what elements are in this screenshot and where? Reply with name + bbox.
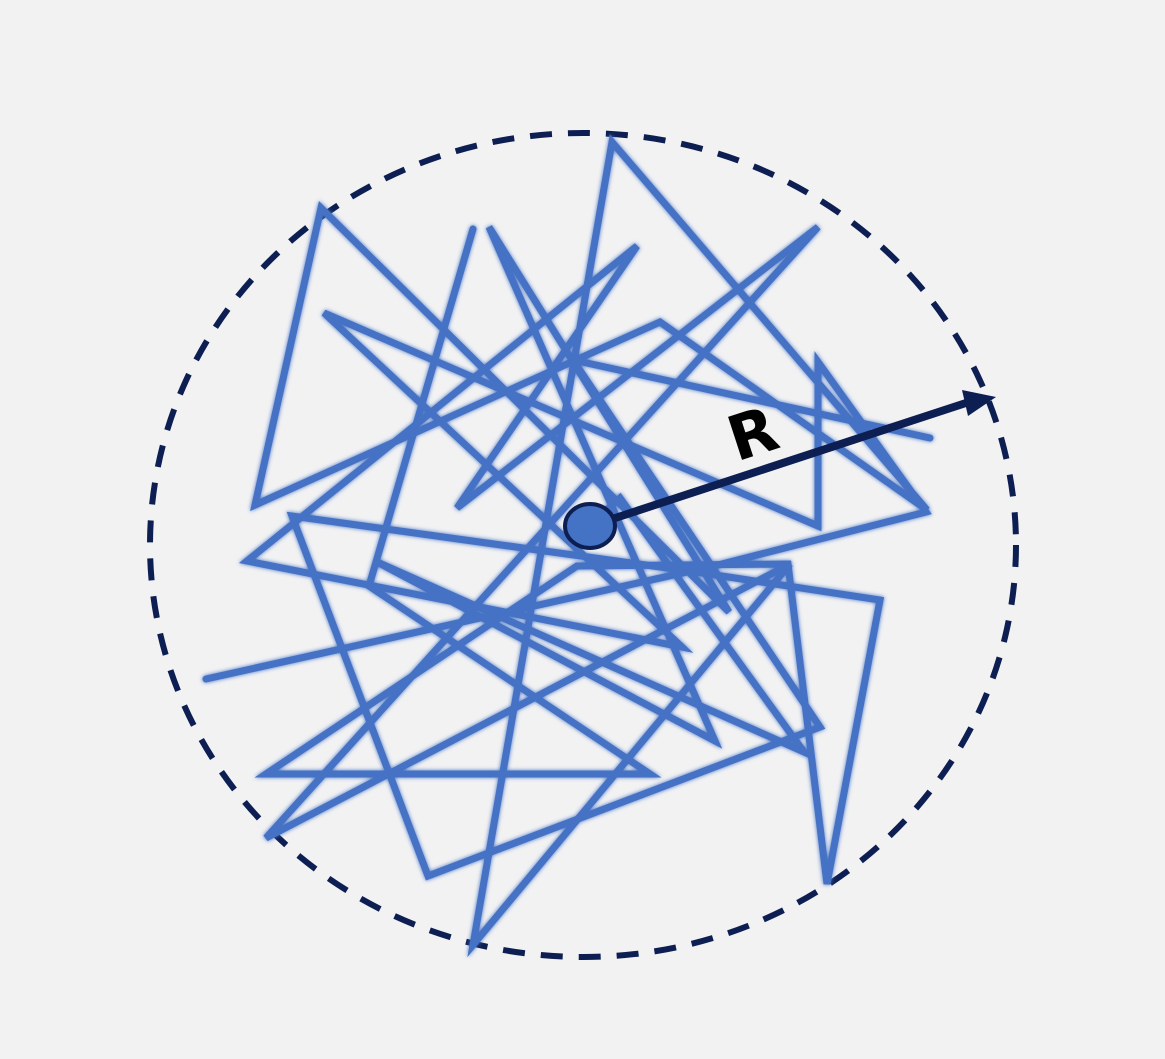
- random-walk-path-2: [254, 225, 934, 885]
- center-point: [563, 502, 617, 550]
- random-walk-paths: [202, 134, 934, 958]
- radius-arrow: [601, 397, 974, 526]
- arrowhead-icon: [962, 390, 996, 416]
- random-walk-path-1: [202, 134, 932, 958]
- bounding-circle: [147, 130, 1019, 960]
